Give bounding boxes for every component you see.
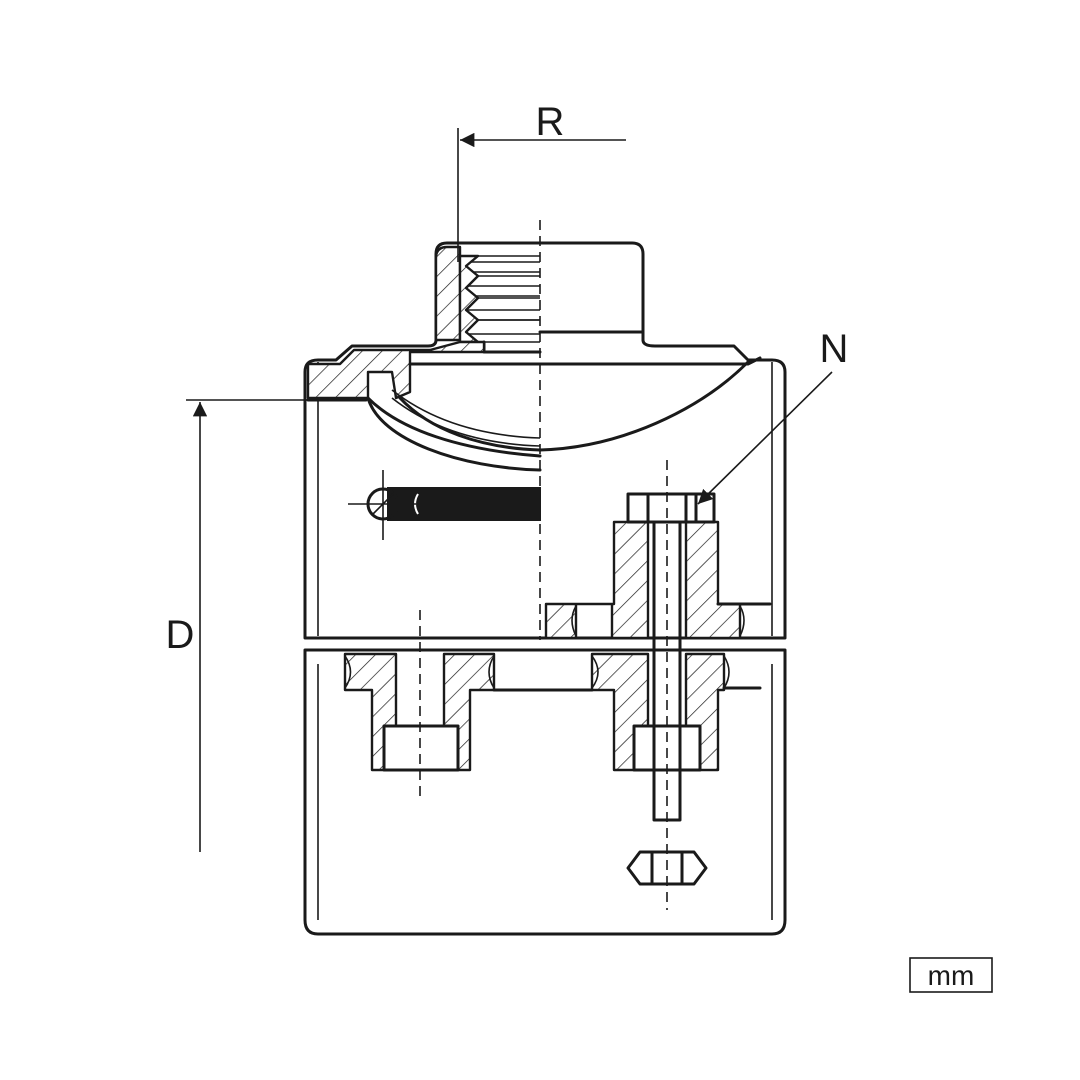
- side-pin: [348, 470, 541, 540]
- threaded-nipple: [434, 241, 645, 354]
- label-r: R: [536, 100, 565, 144]
- lower-body: [303, 610, 787, 936]
- units-label: mm: [928, 960, 975, 991]
- thread-teeth: [458, 254, 540, 344]
- dimension-d: D: [166, 399, 366, 852]
- label-n: N: [820, 327, 849, 371]
- leader-n: N: [697, 327, 849, 505]
- hex-nut: [626, 850, 708, 886]
- units-box: mm: [909, 957, 993, 993]
- bolt-shaft: [652, 520, 682, 822]
- label-d: D: [166, 613, 195, 657]
- dimension-r: R: [457, 100, 626, 262]
- bolt-housing-upper: [544, 460, 772, 910]
